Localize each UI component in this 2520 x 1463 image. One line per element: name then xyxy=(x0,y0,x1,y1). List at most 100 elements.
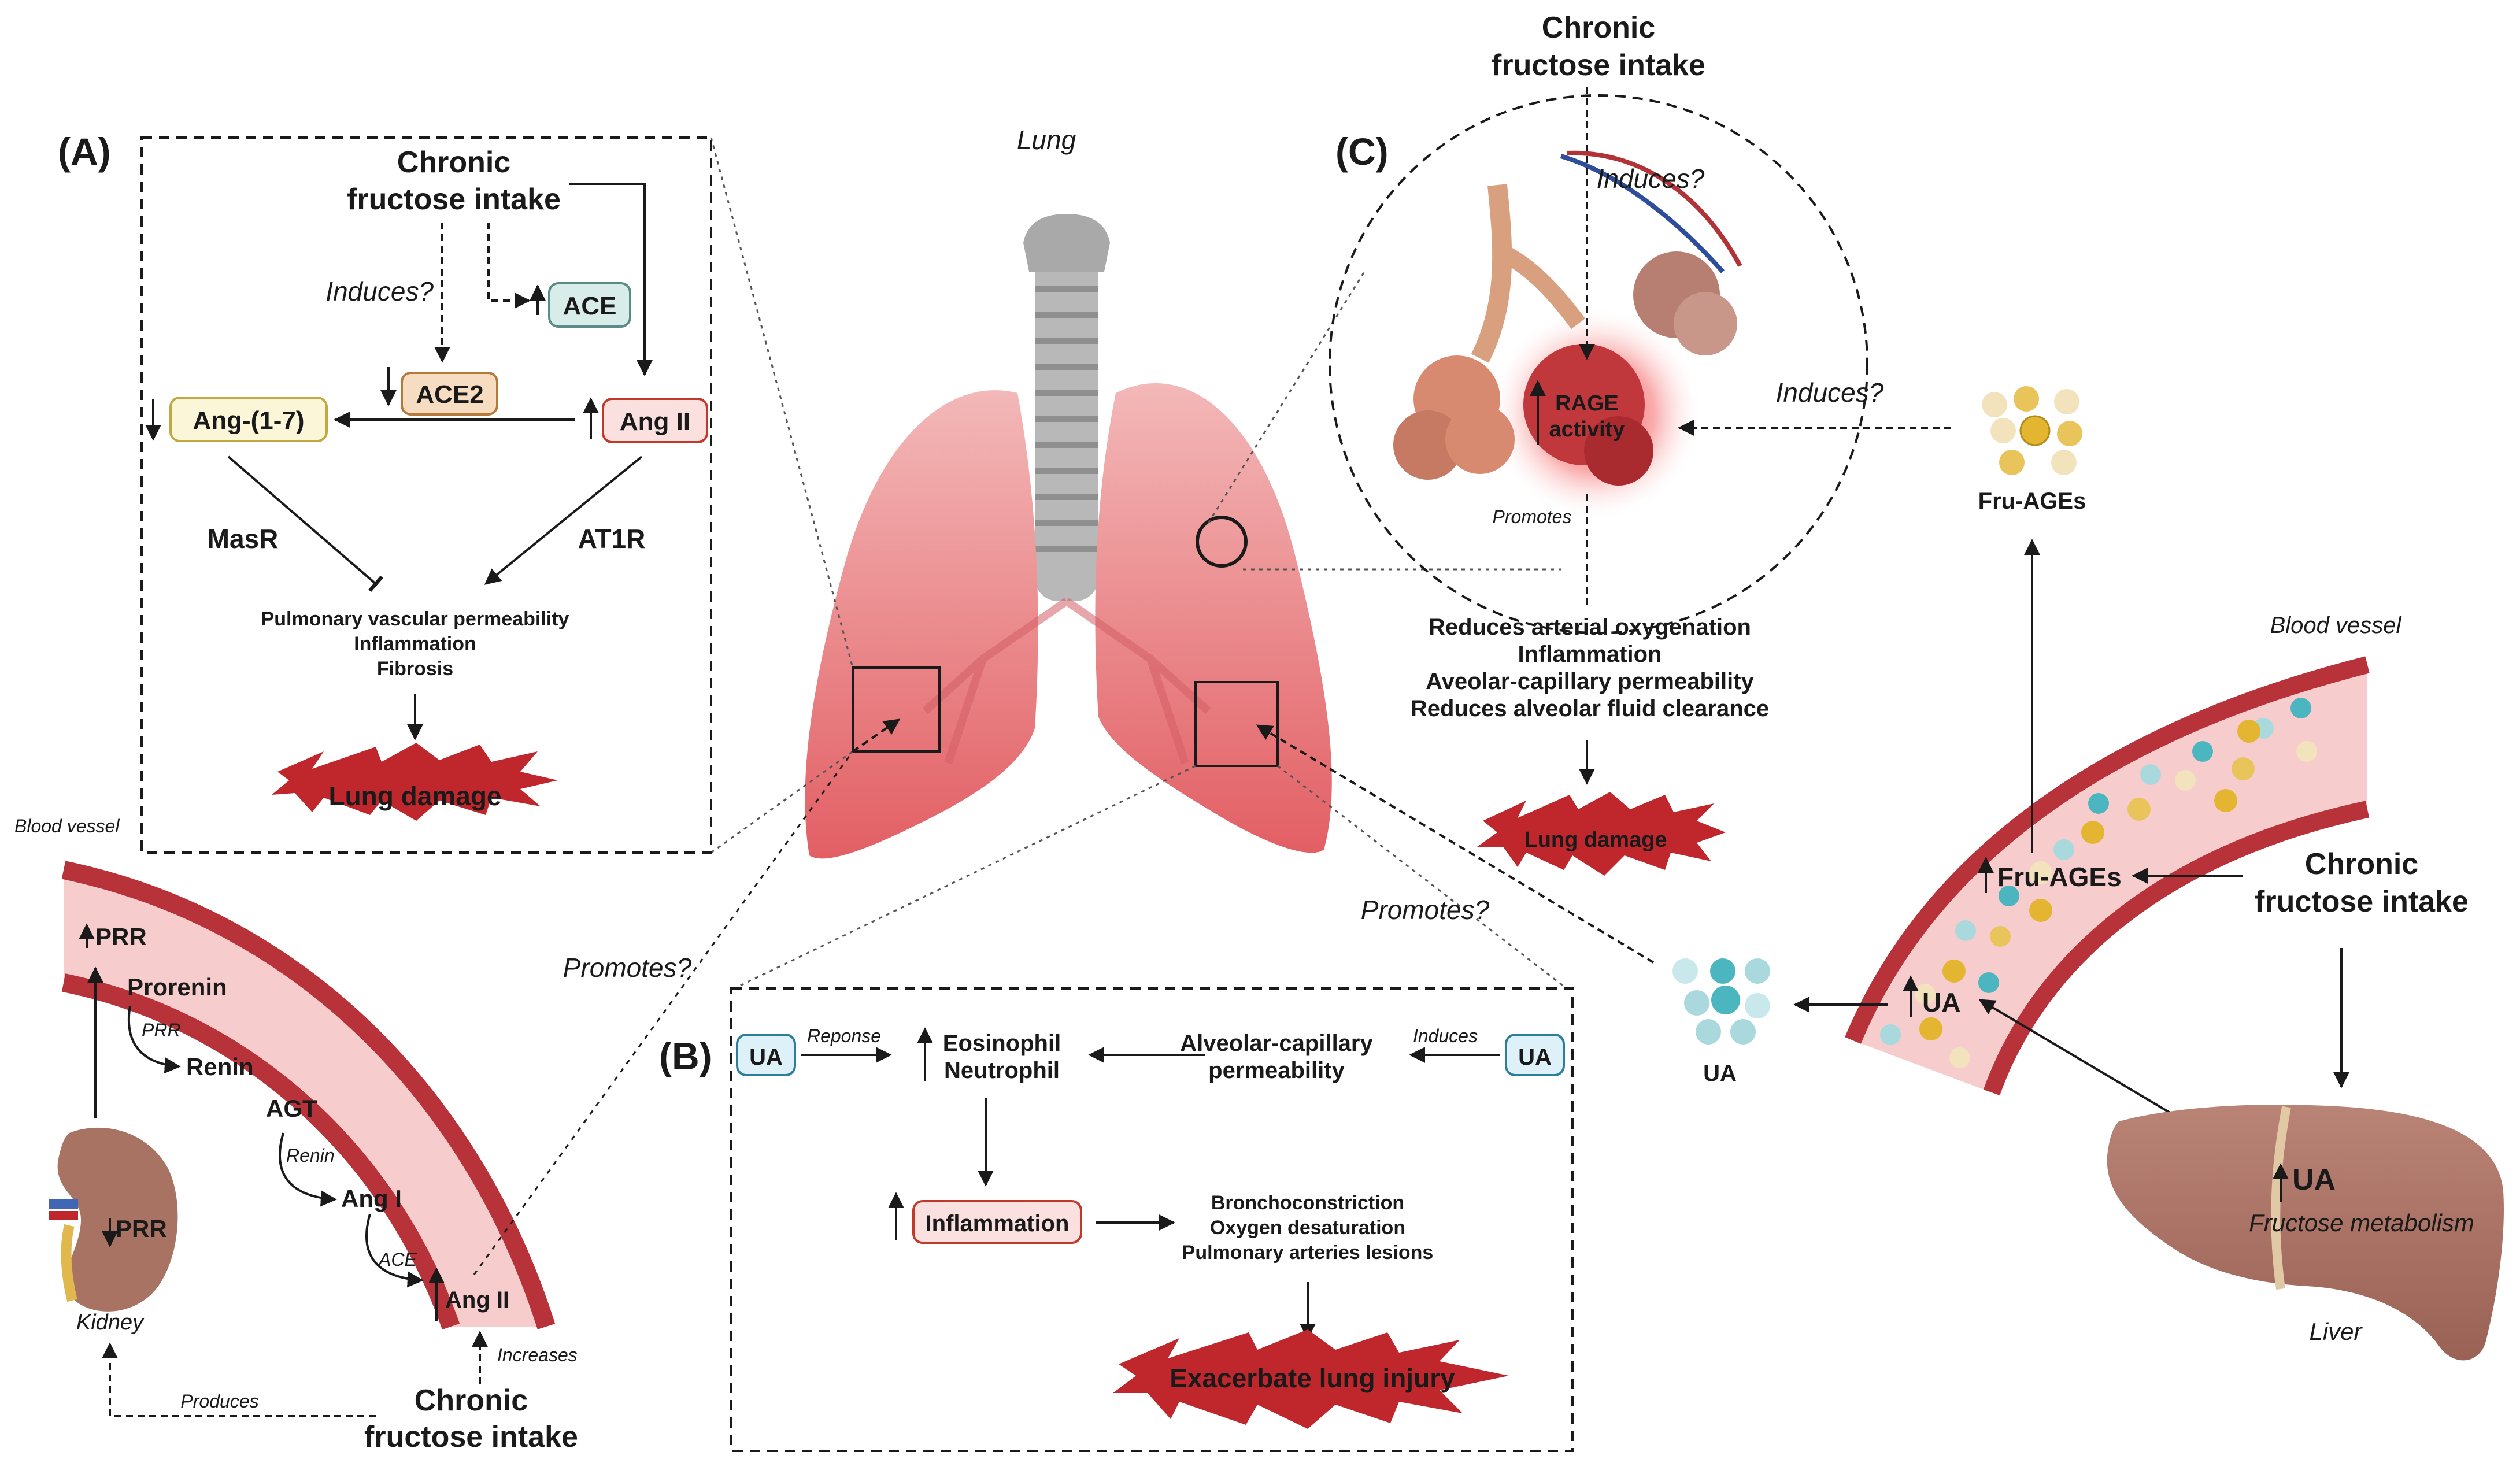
kidney-label: Kidney xyxy=(76,1310,145,1335)
panel-a-ace2-label: ACE2 xyxy=(416,380,483,409)
kidney-produces: Produces xyxy=(180,1391,258,1412)
kidney-fructose-line2: fructose intake xyxy=(364,1420,578,1454)
panel-c-induces-side: Induces? xyxy=(1776,377,1884,408)
right-ua-liver: UA xyxy=(2292,1163,2336,1197)
panel-b-effect-2: Oxygen desaturation xyxy=(1210,1217,1405,1239)
right-liver-label: Liver xyxy=(2309,1318,2363,1345)
panel-b-injury-star xyxy=(1113,1329,1509,1429)
panel-a-masr: MasR xyxy=(208,524,279,554)
panel-b: (B) UA UA Reponse Induces Eosinophil Neu… xyxy=(659,987,1574,1452)
left-lung-zoom-box xyxy=(852,666,941,753)
kidney-renin: Renin xyxy=(186,1053,254,1080)
left-lung xyxy=(805,390,1038,859)
panel-c-effect-1: Reduces arterial oxygenation xyxy=(1429,614,1751,640)
panel-c-zoom-circle xyxy=(1329,94,1868,634)
kidney-fructose-line1: Chronic xyxy=(415,1384,528,1417)
panel-b-ua-right: UA xyxy=(1505,1034,1565,1076)
panel-c-effect-3: Aveolar-capillary permeability xyxy=(1426,669,1754,694)
right-section: Blood vessel Fru-AGEs xyxy=(1256,539,2504,1361)
kidney-blood-vessel-label: Blood vessel xyxy=(14,816,120,836)
panel-c-induces-top: Induces? xyxy=(1597,164,1705,194)
right-blood-vessel-label: Blood vessel xyxy=(2270,613,2402,638)
right-lung-zoom-box xyxy=(1194,681,1279,767)
panel-b-cell-2: Neutrophil xyxy=(944,1058,1060,1083)
right-fructose-line1: Chronic xyxy=(2305,847,2418,881)
panel-b-frame xyxy=(730,987,1574,1452)
right-lung-zoom-circle xyxy=(1196,516,1248,568)
panel-a-angII-label: Ang II xyxy=(620,408,690,436)
panel-a-ace-box: ACE xyxy=(530,282,631,328)
panel-a-effect-3: Fibrosis xyxy=(377,658,453,680)
panel-c-effect-2: Inflammation xyxy=(1518,642,1662,667)
kidney-increases: Increases xyxy=(497,1345,578,1365)
panel-a-fructose-line2: fructose intake xyxy=(347,183,561,216)
panel-b-induces: Induces xyxy=(1413,1025,1478,1046)
kidney-arrows xyxy=(79,751,854,1417)
panel-a-ang17-label: Ang-(1-7) xyxy=(193,406,304,435)
panel-a-ace-label: ACE xyxy=(563,292,617,320)
kidney-section: Blood vessel PRR Prorenin PRR Renin AGT … xyxy=(14,718,901,1454)
kidney-prorenin: Prorenin xyxy=(127,973,227,1001)
panel-c-fructose-line1: Chronic xyxy=(1542,11,1655,45)
right-fructose-metabolism: Fructose metabolism xyxy=(2249,1209,2474,1236)
trachea-rings xyxy=(1035,286,1098,552)
panel-c-rage-1: RAGE xyxy=(1555,391,1619,416)
panel-b-label: (B) xyxy=(659,1035,712,1077)
panel-b-arrows xyxy=(801,1027,1500,1340)
kidney-prr-organ: PRR xyxy=(116,1215,167,1242)
panel-b-reponse: Reponse xyxy=(807,1025,881,1046)
panel-a-frame xyxy=(140,136,712,854)
panel-b-injury-label: Exacerbate lung injury xyxy=(1170,1363,1455,1393)
right-lung xyxy=(1095,383,1332,853)
panel-a-at1r: AT1R xyxy=(578,524,646,554)
panel-c-fru-ages-cluster xyxy=(1982,386,2082,475)
kidney-agt: AGT xyxy=(266,1095,317,1122)
lung-illustration: Lung xyxy=(805,125,1332,859)
right-ua-cluster xyxy=(1672,958,1770,1045)
panel-c-fructose-line2: fructose intake xyxy=(1492,49,1705,82)
kidney-angII: Ang II xyxy=(445,1287,509,1313)
panel-a-arrows xyxy=(227,183,653,740)
panel-c-rage-2: activity xyxy=(1549,417,1625,442)
kidney-organ xyxy=(57,1127,178,1312)
kidney-renin-enzyme: Renin xyxy=(286,1145,335,1166)
larynx xyxy=(1023,214,1110,272)
panel-b-ua-right-label: UA xyxy=(1518,1045,1552,1070)
panel-c-effect-4: Reduces alveolar fluid clearance xyxy=(1411,696,1769,721)
panel-b-inflammation-box: Inflammation xyxy=(912,1200,1082,1244)
panel-c-promotes: Promotes xyxy=(1493,506,1572,527)
kidney-ang1: Ang I xyxy=(341,1185,402,1212)
lung-title: Lung xyxy=(1017,125,1076,155)
panel-b-alveolar-2: permeability xyxy=(1208,1058,1345,1083)
panel-a-damage-label: Lung damage xyxy=(328,781,501,811)
panel-c-fru-ages-label: Fru-AGEs xyxy=(1978,488,2086,514)
panel-c-alveoli xyxy=(1393,150,1742,486)
right-ua-cluster-label: UA xyxy=(1703,1061,1737,1086)
kidney-promotes: Promotes? xyxy=(563,953,692,983)
panel-b-effect-1: Bronchoconstriction xyxy=(1211,1192,1404,1214)
right-vessel-particles xyxy=(1880,698,2317,1068)
liver-organ xyxy=(2107,1105,2504,1361)
panel-a-fructose-line1: Chronic xyxy=(397,146,510,179)
zoom-lines xyxy=(710,137,1567,990)
panel-a-angII-box: Ang II xyxy=(583,397,708,443)
panel-a-effect-2: Inflammation xyxy=(354,633,476,655)
panel-a-effect-1: Pulmonary vascular permeability xyxy=(261,608,569,630)
panel-a-label: (A) xyxy=(58,130,111,173)
kidney-ace-enzyme: ACE xyxy=(378,1249,417,1270)
panel-b-alveolar-1: Alveolar-capillary xyxy=(1180,1031,1373,1056)
panel-b-effect-3: Pulmonary arteries lesions xyxy=(1182,1242,1434,1264)
panel-c-damage-label: Lung damage xyxy=(1524,828,1667,852)
panel-c-label: (C) xyxy=(1335,130,1389,173)
panel-b-cell-1: Eosinophil xyxy=(943,1031,1061,1056)
panel-c-damage-star xyxy=(1477,792,1726,876)
panel-c-arrows xyxy=(1530,87,1951,785)
panel-a-ang17-box: Ang-(1-7) xyxy=(145,397,328,442)
panel-c: (C) Chronic fructose intake Induces? xyxy=(1329,11,2086,876)
kidney-prr-enzyme: PRR xyxy=(142,1020,181,1040)
panel-a-damage-star xyxy=(272,743,558,821)
bronchi xyxy=(922,598,1211,765)
right-fructose-line2: fructose intake xyxy=(2255,885,2469,918)
panel-a-ace2-box: ACE2 xyxy=(380,367,498,416)
